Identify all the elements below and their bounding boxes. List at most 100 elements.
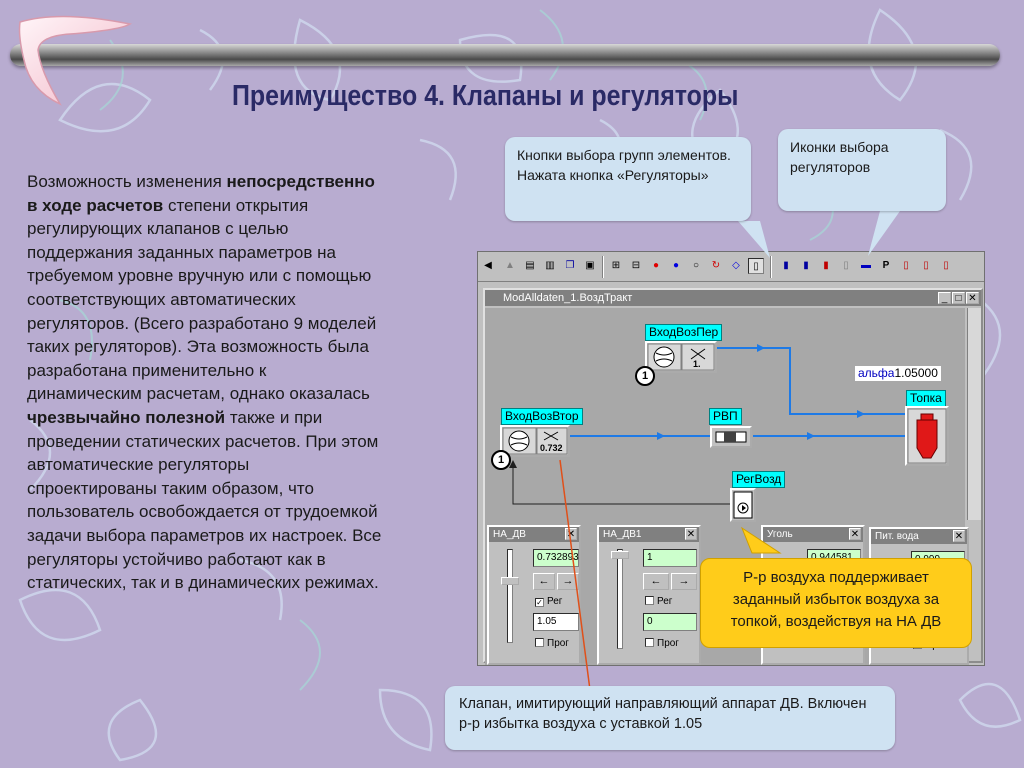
node-label-rvp[interactable]: РВП [709, 408, 742, 425]
reg-checkbox[interactable]: Рег [645, 595, 672, 609]
body-segment-bold: чрезвычайно полезной [27, 407, 226, 427]
panel-close-button[interactable]: ✕ [953, 530, 965, 542]
checkbox-label: Прог [547, 638, 569, 649]
slider-thumb[interactable] [501, 577, 519, 585]
node-label-inlet1[interactable]: ВходВозПер [645, 324, 723, 341]
panel-close-button[interactable]: ✕ [685, 528, 697, 540]
increase-button[interactable]: → [557, 573, 579, 590]
increase-button[interactable]: → [671, 573, 697, 590]
alpha-readout: альфа1.05000 [855, 366, 941, 381]
setpoint-field[interactable]: 0 [643, 613, 697, 631]
p-label-icon[interactable]: P [882, 260, 890, 271]
blue-dot-icon[interactable]: ● [672, 260, 680, 271]
callout-text: Иконки выбора регуляторов [790, 139, 889, 175]
slider-thumb[interactable] [611, 551, 629, 559]
app-toolbar: ◀ ▲ ▤ ▥ ❐ ▣ ⊞ ⊟ ● ● ○ ↻ ◇ ▯ ▮ ▮ ▮ ▯ ▬ P … [478, 252, 984, 282]
panel-title-text: НА_ДВ1 [603, 529, 642, 540]
toolbar-separator [770, 256, 772, 278]
maximize-button[interactable]: □ [952, 292, 965, 304]
close-button[interactable]: ✕ [966, 292, 979, 304]
window-title: ModAlldaten_1.ВоздТракт _□✕ [485, 290, 981, 306]
white-dot-icon[interactable]: ○ [692, 260, 700, 271]
decrease-button[interactable]: ← [533, 573, 555, 590]
reg5-icon[interactable]: ▬ [861, 260, 871, 271]
callout-group-buttons: Кнопки выбора групп элементов. Нажата кн… [505, 137, 751, 221]
rvp-block[interactable] [710, 426, 752, 448]
checkbox-icon [535, 638, 544, 647]
cycle-icon[interactable]: ↻ [711, 260, 721, 271]
slide-body-text: Возможность изменения непосредственно в … [27, 170, 382, 595]
node-label-airreg[interactable]: РегВозд [732, 471, 786, 488]
valve1-value: 1. [693, 359, 701, 369]
panel-close-button[interactable]: ✕ [849, 528, 861, 540]
slide-title: Преимущество 4. Клапаны и регуляторы [232, 80, 739, 112]
panel-title-text: Уголь [767, 529, 793, 540]
value-field[interactable]: 0.732893 [533, 549, 579, 567]
regulators-icon[interactable]: ▯ [748, 258, 764, 274]
alpha-value: 1.05000 [894, 366, 938, 380]
reg8-icon[interactable]: ▯ [923, 260, 929, 271]
callout-valve: Клапан, имитирующий направляющий аппарат… [445, 686, 895, 750]
node-label-inlet2[interactable]: ВходВозВтор [501, 408, 583, 425]
decrease-button[interactable]: ← [643, 573, 669, 590]
panel-title-text: Пит. вода [875, 531, 919, 542]
furnace-block[interactable] [905, 406, 949, 466]
valve2-value: 0.732 [540, 443, 563, 453]
regulator-icon [733, 491, 753, 519]
reg3-icon[interactable]: ▮ [823, 260, 829, 271]
panel-na-dv: НА_ДВ✕ 0.732893 ← → ✓Рег 1.05 Прог [487, 525, 581, 665]
setpoint-field[interactable]: 1.05 [533, 613, 579, 631]
triangle-icon[interactable]: ▲ [505, 260, 515, 271]
callout-air-regulator: Р-р воздуха поддерживает заданный избыто… [700, 558, 972, 648]
reg7-icon[interactable]: ▯ [903, 260, 909, 271]
fan-valve-icon [647, 343, 715, 371]
checkbox-checked-icon: ✓ [535, 598, 544, 607]
reg9-icon[interactable]: ▯ [943, 260, 949, 271]
furnace-icon [907, 408, 947, 464]
reg2-icon[interactable]: ▮ [803, 260, 809, 271]
callout-text: Р-р воздуха поддерживает заданный избыто… [730, 569, 942, 630]
valve-icon[interactable]: ◇ [732, 260, 740, 271]
reg4-icon[interactable]: ▯ [843, 260, 849, 271]
doc2-icon[interactable]: ▥ [545, 260, 555, 271]
reg1-icon[interactable]: ▮ [783, 260, 789, 271]
number-badge: 1 [635, 366, 655, 386]
callout-text: Клапан, имитирующий направляющий аппарат… [459, 696, 867, 732]
prog-checkbox[interactable]: Прог [535, 637, 569, 651]
air-regulator-block[interactable] [730, 488, 756, 522]
minimize-button[interactable]: _ [938, 292, 951, 304]
title-rail [10, 44, 1000, 66]
checkbox-label: Рег [657, 596, 673, 607]
arrow-left-icon[interactable]: ◀ [484, 260, 492, 271]
inlet2-block[interactable]: 0.732 [500, 425, 570, 457]
checkbox-label: Прог [657, 638, 679, 649]
alpha-label: альфа [858, 366, 895, 380]
heat-exchanger-icon [715, 431, 747, 443]
body-segment: также и при проведении статических расче… [27, 407, 382, 593]
value-field[interactable]: 1 [643, 549, 697, 567]
callout-text: Кнопки выбора групп элементов. Нажата кн… [517, 147, 731, 183]
panel-title: Пит. вода ✕ [871, 529, 967, 544]
inlet1-block[interactable]: 1. [645, 341, 717, 373]
red-dot-icon[interactable]: ● [652, 260, 660, 271]
panel-title: Уголь ✕ [763, 527, 863, 542]
slider-track[interactable] [617, 549, 623, 649]
checkbox-icon [645, 596, 654, 605]
slider-track[interactable] [507, 549, 513, 643]
panel-na-dv1: НА_ДВ1 ✕ 1 ← → Рег 0 Прог [597, 525, 701, 665]
grid-icon[interactable]: ⊞ [611, 260, 621, 271]
flow-lines [509, 344, 905, 505]
bus-icon[interactable]: ⊟ [631, 260, 641, 271]
checkbox-label: Рег [547, 596, 563, 607]
window-title-text: ModAlldaten_1.ВоздТракт [503, 292, 633, 304]
window-controls: _□✕ [937, 291, 979, 307]
reg-checkbox[interactable]: ✓Рег [535, 595, 562, 609]
prog-checkbox[interactable]: Прог [645, 637, 679, 651]
cascade-icon[interactable]: ❐ [565, 260, 575, 271]
boomerang-decoration [18, 15, 133, 106]
image-icon[interactable]: ▣ [585, 260, 595, 271]
doc-icon[interactable]: ▤ [525, 260, 535, 271]
toolbar-separator [602, 256, 604, 278]
vertical-scrollbar[interactable] [967, 308, 981, 520]
